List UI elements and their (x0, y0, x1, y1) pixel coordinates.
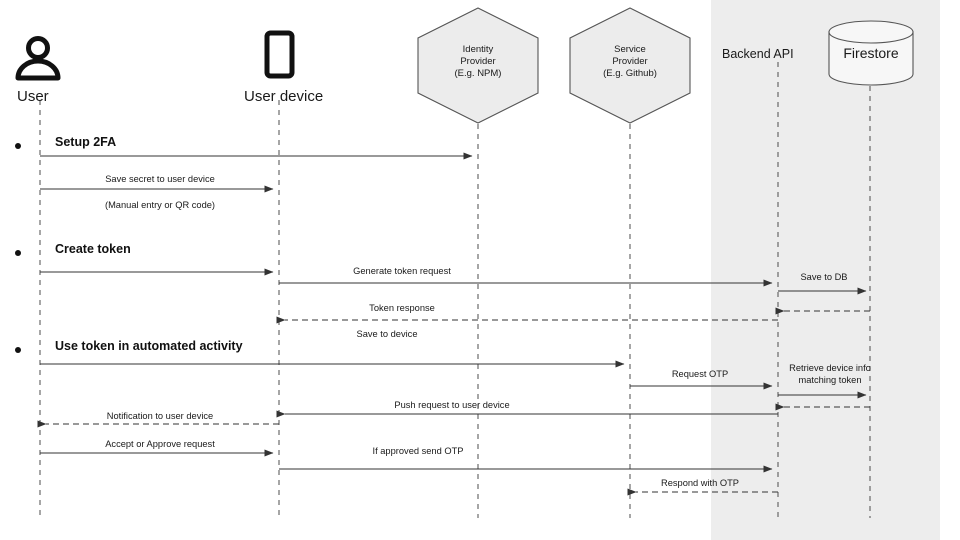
actor-label-service-provider: Service Provider (E.g. Github) (580, 44, 680, 80)
actor-label-user: User (17, 88, 49, 105)
backend-lane-band (711, 0, 940, 540)
message-label-notification-to-user-device: Notification to user device (106, 411, 214, 421)
message-label-retrieve-device-info: Retrieve device info matching token (770, 362, 890, 387)
message-label-generate-token-request: Generate token request (353, 266, 451, 276)
actor-label-identity-provider: Identity Provider (E.g. NPM) (428, 44, 528, 80)
section-bullet-use-token (15, 347, 21, 353)
identity-provider-line-2: Provider (460, 56, 496, 68)
message-label-accept-or-approve-request: Accept or Approve request (105, 439, 215, 449)
service-provider-line-2: Provider (612, 56, 648, 68)
message-label-request-otp: Request OTP (671, 369, 729, 379)
identity-provider-line-1: Identity (462, 44, 494, 55)
person-icon[interactable] (15, 36, 61, 81)
message-label-push-request-to-user-device: Push request to user device (394, 400, 510, 410)
service-provider-hexagon[interactable] (569, 7, 691, 124)
actor-label-firestore: Firestore (843, 45, 899, 61)
section-title-create-token: Create token (55, 242, 131, 256)
section-bullet-create-token (15, 250, 21, 256)
message-label-retrieve-device-info-line-2: matching token (798, 375, 862, 386)
actor-label-user-device: User device (244, 88, 324, 105)
message-label-save-secret-to-user-device: Save secret to user device (105, 174, 215, 184)
message-label-retrieve-device-info-line-1: Retrieve device info (789, 363, 871, 373)
message-label-if-approved-send-otp: If approved send OTP (372, 446, 464, 456)
identity-provider-line-3: (E.g. NPM) (454, 68, 502, 80)
section-title-use-token: Use token in automated activity (55, 339, 243, 353)
message-label-save-to-device: Save to device (356, 329, 418, 339)
message-label-manual-entry-or-qr-code: (Manual entry or QR code) (104, 200, 216, 210)
message-arrow-layer (37, 152, 870, 496)
service-provider-line-3: (E.g. Github) (603, 68, 657, 80)
message-label-respond-with-otp: Respond with OTP (660, 478, 740, 488)
section-bullet-setup-2fa (15, 143, 21, 149)
service-provider-line-1: Service (614, 44, 646, 55)
message-label-token-response: Token response (369, 303, 435, 313)
mobile-phone-icon[interactable] (264, 30, 295, 79)
actor-label-backend-api: Backend API (722, 47, 794, 61)
message-label-save-to-db: Save to DB (800, 272, 848, 282)
section-title-setup-2fa: Setup 2FA (55, 135, 117, 149)
identity-provider-hexagon[interactable] (417, 7, 539, 124)
database-cylinder-icon[interactable] (828, 20, 914, 86)
